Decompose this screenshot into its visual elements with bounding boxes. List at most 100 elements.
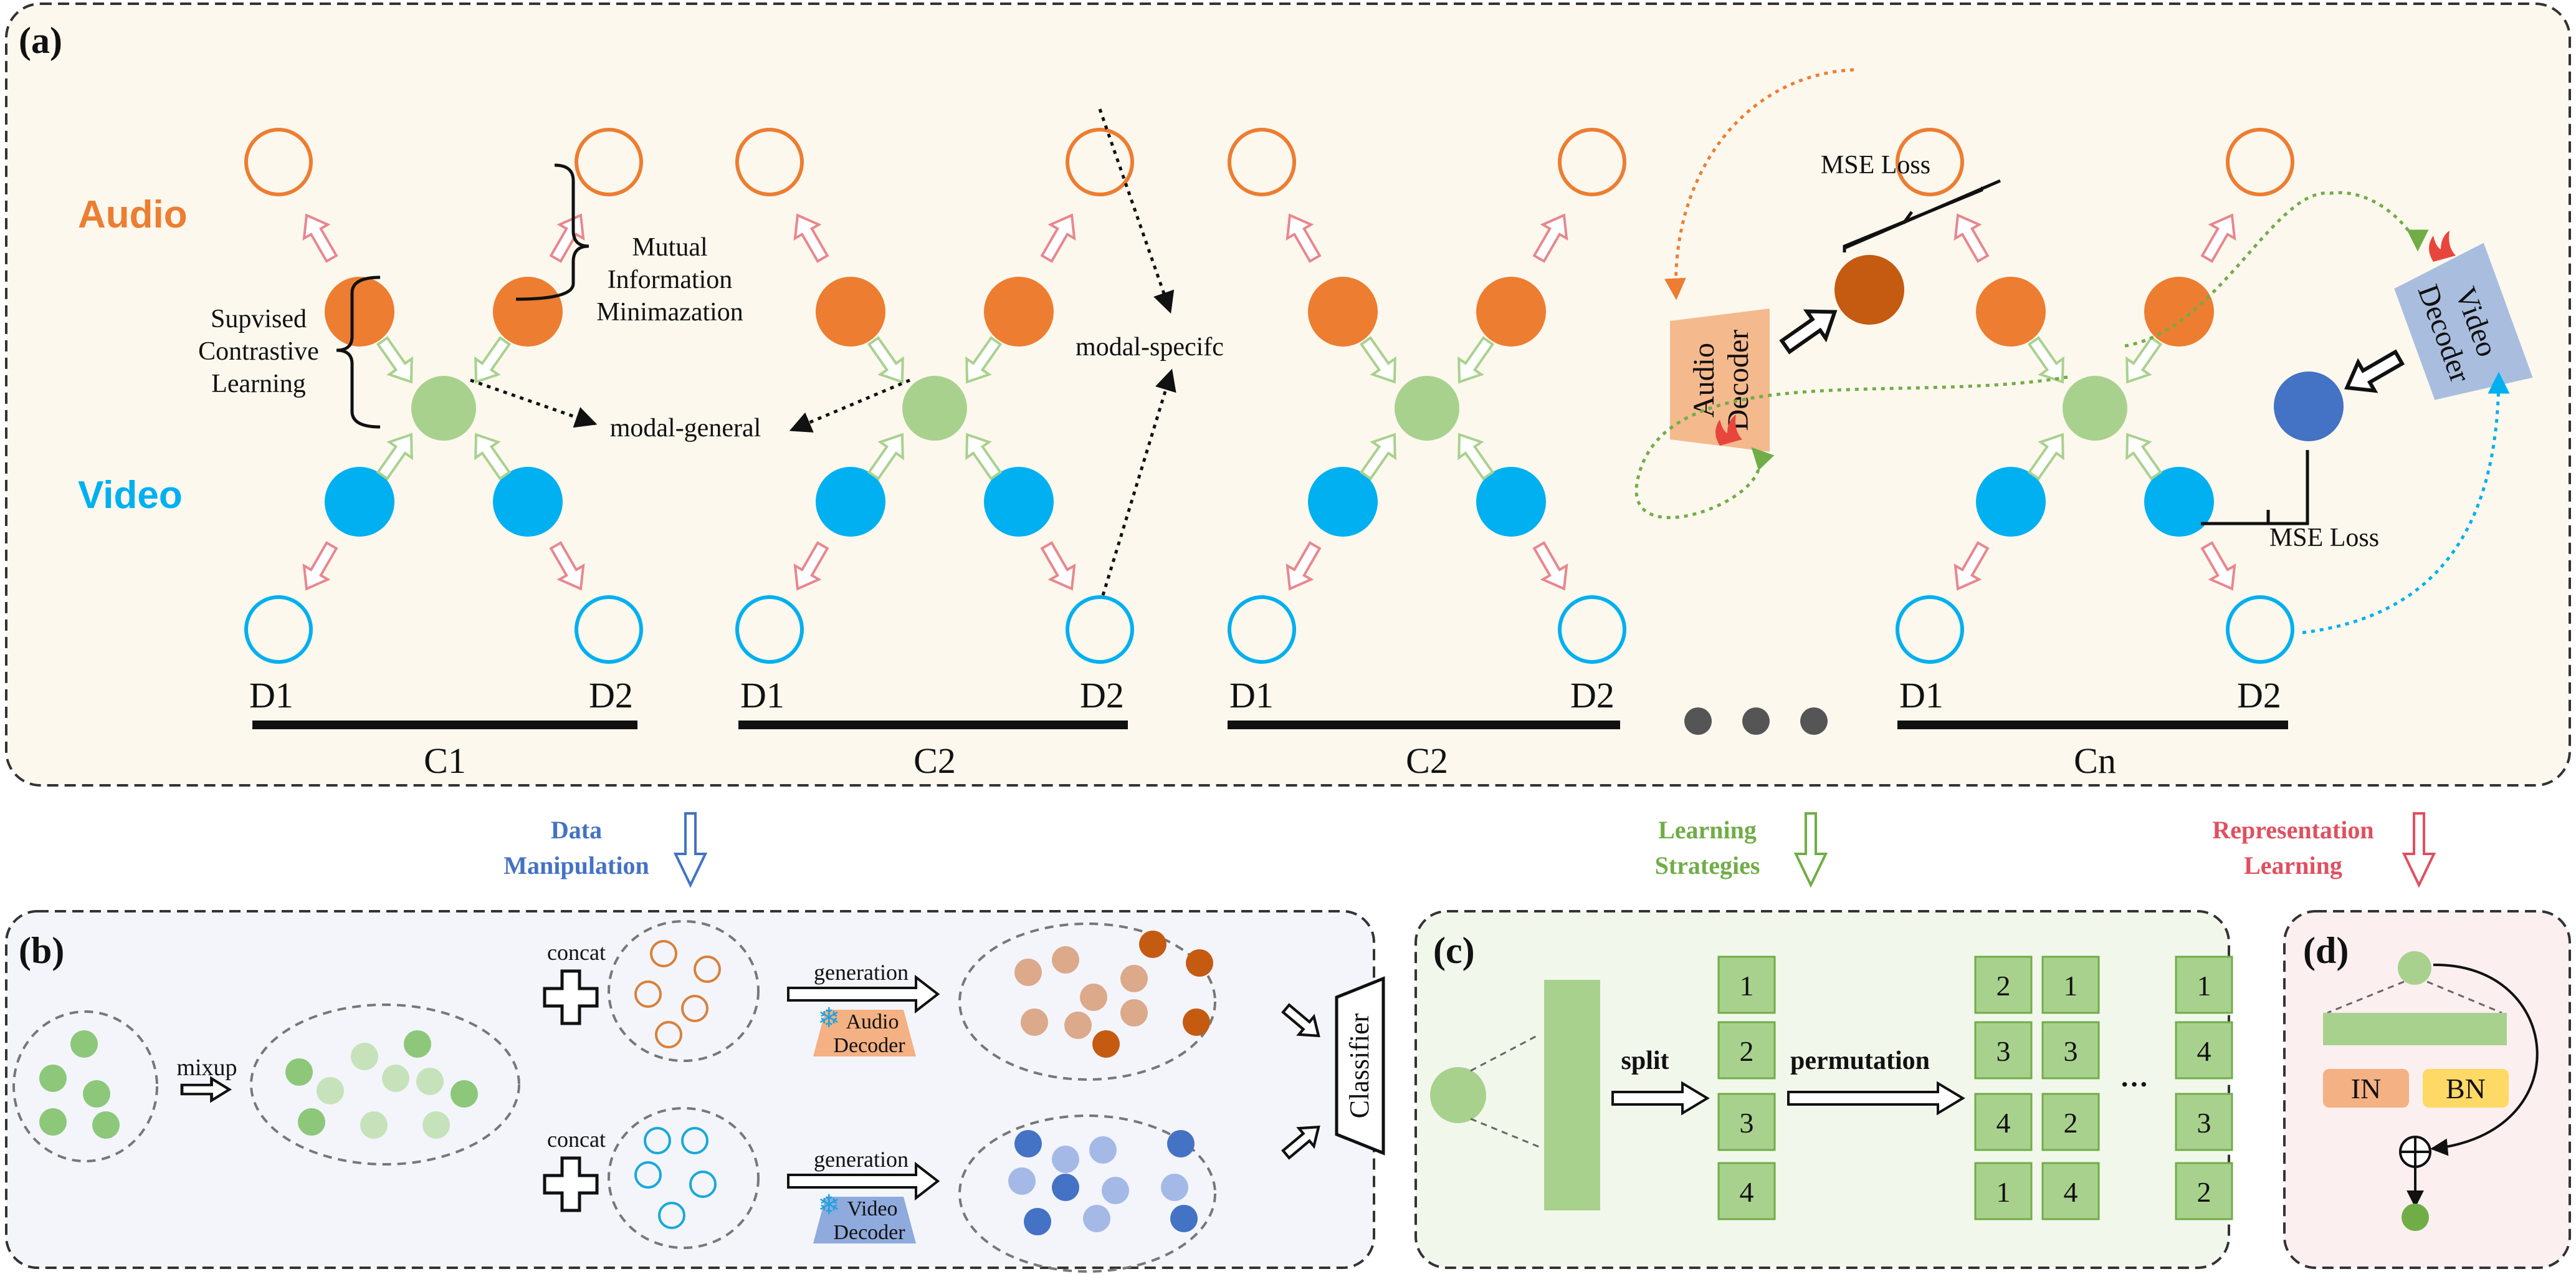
data-manipulation-line1: Data bbox=[551, 816, 602, 844]
representation-learning-line2: Learning bbox=[2244, 851, 2342, 879]
video-concat-cluster bbox=[608, 1107, 760, 1249]
mse-loss-audio-label: MSE Loss bbox=[1821, 151, 1930, 180]
d2-label: D2 bbox=[2237, 675, 2281, 716]
bn-label: BN bbox=[2446, 1073, 2486, 1104]
video-decoder-frozen bbox=[813, 1197, 916, 1243]
generated-video-samples bbox=[1008, 1130, 1198, 1235]
d1-label: D1 bbox=[740, 675, 785, 716]
panel-d-label: (d) bbox=[2303, 930, 2349, 971]
split-column: 1 2 3 4 bbox=[1717, 956, 1776, 1220]
feature-vector bbox=[1544, 980, 1600, 1210]
modal-specific-arrow-bottom bbox=[1101, 368, 1176, 596]
data-manipulation-line2: Manipulation bbox=[503, 851, 649, 879]
video-label: Video bbox=[78, 474, 183, 517]
d2-label: D2 bbox=[589, 675, 633, 716]
residual-connection bbox=[2430, 963, 2539, 1156]
audio-decoder-block: Audio Decoder bbox=[1670, 309, 1770, 452]
audio-decoder-b-line2: Decoder bbox=[833, 1034, 905, 1057]
cluster-name: Cn bbox=[2074, 740, 2116, 781]
perm-cell: 2 bbox=[2197, 1176, 2211, 1208]
generated-audio-cluster bbox=[958, 922, 1216, 1081]
perm-cell: 2 bbox=[2064, 1107, 2078, 1139]
audio-decoder-frozen bbox=[813, 1010, 916, 1056]
d1-label: D1 bbox=[1899, 675, 1944, 716]
output-node bbox=[2402, 1204, 2429, 1231]
generation-top-label: generation bbox=[814, 960, 909, 985]
audio-concat-samples bbox=[634, 940, 721, 1048]
generation-bottom-label: generation bbox=[814, 1147, 909, 1172]
learning-strategies-line2: Strategies bbox=[1655, 851, 1760, 879]
d1-label: D1 bbox=[1229, 675, 1274, 716]
perm-cell: 4 bbox=[1996, 1107, 2011, 1139]
cluster-name: C2 bbox=[1406, 740, 1448, 781]
perm-cell: 1 bbox=[2197, 970, 2211, 1002]
perm-cell: 2 bbox=[1996, 970, 2011, 1002]
mse-loss-video-label: MSE Loss bbox=[2269, 524, 2379, 552]
batch-norm-box bbox=[2423, 1069, 2509, 1108]
video-decoder-b-line1: Video bbox=[847, 1197, 897, 1220]
panel-c bbox=[1414, 910, 2230, 1269]
supervised-line2: Contrastive bbox=[198, 337, 319, 366]
concat-top-label: concat bbox=[547, 940, 606, 965]
perm-cell: 4 bbox=[2197, 1035, 2211, 1067]
d1-label: D1 bbox=[249, 675, 293, 716]
learning-strategies-line1: Learning bbox=[1658, 816, 1757, 844]
snowflake-icon: ❄ bbox=[818, 1002, 841, 1034]
split-cell: 4 bbox=[1740, 1176, 1754, 1208]
modal-specific-label: modal-specifc bbox=[1076, 333, 1224, 362]
mixup-samples bbox=[285, 1030, 478, 1139]
mixup-label: mixup bbox=[176, 1055, 237, 1081]
plus-icon bbox=[543, 969, 599, 1025]
d2-label: D2 bbox=[1570, 675, 1615, 716]
generated-video-cluster bbox=[958, 1114, 1216, 1273]
more-clusters-dots bbox=[1684, 707, 1828, 735]
reconstructed-audio-feature bbox=[1834, 255, 1904, 325]
classifier-block bbox=[1335, 976, 1385, 1156]
modal-general-label: modal-general bbox=[610, 414, 761, 443]
concat-bottom-label: concat bbox=[547, 1127, 606, 1152]
audio-decoder-b-line1: Audio bbox=[846, 1010, 899, 1033]
cluster-cn: D1 D2 Cn bbox=[1897, 130, 2292, 781]
feature-bar bbox=[2323, 1013, 2507, 1045]
split-label: split bbox=[1621, 1046, 1669, 1075]
video-concat-samples bbox=[634, 1127, 717, 1229]
learning-strategies-arrow-icon bbox=[1793, 812, 1828, 888]
cluster-c3: D1 D2 C2 bbox=[1228, 130, 1624, 781]
input-node bbox=[2398, 951, 2431, 985]
original-samples bbox=[39, 1030, 120, 1139]
permuted-column-1: 2 3 4 1 bbox=[1974, 956, 2033, 1220]
panel-a-label: (a) bbox=[19, 20, 62, 61]
representation-learning-arrow-icon bbox=[2402, 812, 2436, 888]
general-to-video-decoder-path bbox=[2124, 191, 2429, 348]
panel-a bbox=[5, 2, 2571, 787]
representation-learning-line1: Representation bbox=[2212, 816, 2373, 844]
supervised-line3: Learning bbox=[211, 370, 306, 398]
in-label: IN bbox=[2351, 1073, 2382, 1104]
mutual-line2: Information bbox=[608, 266, 733, 294]
snowflake-icon: ❄ bbox=[818, 1189, 841, 1221]
original-samples-cluster bbox=[12, 1010, 158, 1162]
cluster-name: C2 bbox=[914, 740, 956, 781]
audio-decoder-line1: Audio bbox=[1687, 343, 1720, 418]
perm-cell: 3 bbox=[1996, 1035, 2011, 1067]
generated-audio-samples bbox=[1014, 931, 1213, 1058]
data-manipulation-arrow-icon bbox=[673, 812, 708, 888]
modal-general-arrow-c2 bbox=[789, 378, 910, 433]
flame-icon bbox=[1715, 414, 1742, 446]
flame-icon bbox=[2429, 231, 2456, 262]
mutual-line1: Mutual bbox=[632, 233, 707, 262]
permuted-column-2: 1 3 2 4 bbox=[2041, 956, 2100, 1220]
cluster-name: C1 bbox=[424, 740, 466, 781]
perm-cell: 3 bbox=[2064, 1035, 2078, 1067]
audio-label: Audio bbox=[78, 193, 188, 236]
permuted-column-3: 1 4 3 2 bbox=[2175, 956, 2233, 1220]
video-to-decoder-path bbox=[2302, 371, 2510, 635]
supervised-bracket bbox=[336, 275, 381, 429]
audio-to-decoder-path bbox=[1664, 68, 1854, 300]
perm-cell: 4 bbox=[2064, 1176, 2078, 1208]
mutual-line3: Minimazation bbox=[596, 298, 743, 327]
modal-specific-arrow-top bbox=[1098, 108, 1175, 314]
d2-label: D2 bbox=[1080, 675, 1124, 716]
split-cell: 3 bbox=[1740, 1107, 1754, 1139]
